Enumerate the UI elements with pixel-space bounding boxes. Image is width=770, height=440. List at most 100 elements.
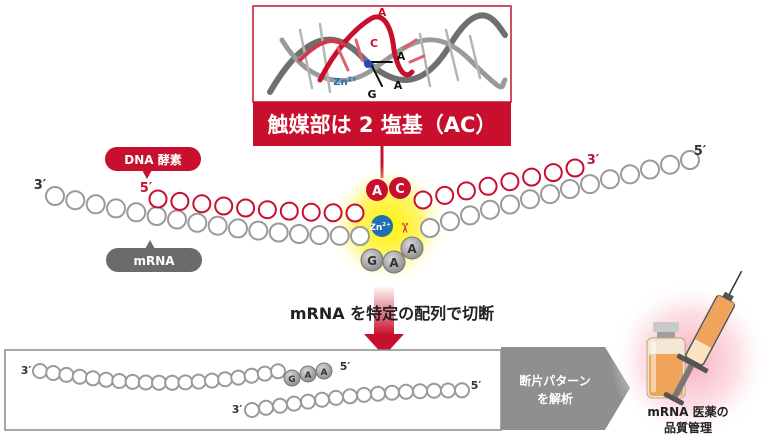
mrna-five-prime-label: 5′ [694,144,707,159]
mrna-bead [500,194,520,215]
structure-label-c: C [370,37,378,50]
scissors-icon: ✂ [396,222,412,234]
cleavage-a2-bead [400,236,424,260]
mrna-bead [167,209,187,230]
syringe-icon [663,270,743,406]
fragment-top-bead [111,373,128,389]
structure-panel: A C A Zn2+ G A [252,5,512,103]
mrna-bead [680,150,700,170]
cleavage-a2-letter: A [407,242,417,256]
mrna-bead [580,174,600,195]
fragment-top-bead [137,374,154,391]
fragment-bottom-bead [328,389,344,406]
fragment-a2-bead [315,362,333,380]
dna-enzyme-bead [478,176,498,196]
catalytic-banner: 触媒部は 2 塩基（AC） [253,102,511,178]
mrna-bead [600,169,620,190]
mrna-bead [207,215,228,236]
mrna-bead [540,184,560,205]
fragment-bottom-bead [258,399,274,416]
dna-enzyme-strand [148,158,585,223]
mrna-bead [350,226,370,246]
dna-enzyme-bead [323,203,343,223]
fragment-top-bead [217,371,234,388]
dna-enzyme-bead [543,163,563,183]
fragment-top-bead [58,366,75,383]
fragment-top-bead [270,363,286,380]
fragment-top-bead [177,374,194,391]
active-site: A C Zn2+ ✂ G A A [360,177,424,274]
mrna-label: mRNA [133,254,175,268]
dna-helix-graphic [267,12,508,95]
cleavage-g-letter: G [367,254,377,268]
fragment-top-bead [45,365,62,381]
mrna-bead [620,164,640,185]
mrna-bead [106,198,126,219]
zinc-ion [371,215,393,237]
fragment-bottom-bead [244,402,260,418]
dna-enzyme-bead [214,196,234,216]
analysis-box: 断片パターン を解析 [501,347,630,430]
structure-label-zn: Zn2+ [333,76,357,88]
fragment-top-bead [203,372,220,389]
mrna-bead [289,224,309,244]
dna-enzyme-bead [522,167,542,187]
mrna-bead [520,189,540,210]
dna-enzyme-bead [435,185,455,205]
mrna-bead [420,218,440,238]
mrna-callout: mRNA [106,240,202,272]
cleavage-a1-bead [382,250,406,274]
structure-label-g: G [367,88,376,101]
dna-enzyme-bead [236,198,256,218]
fragment-bottom-bead [286,395,302,412]
mrna-three-prime-label: 3′ [34,178,47,193]
dna-enzyme-bead [565,158,585,178]
mrna-bead [440,211,460,232]
medicine-illustration: mRNA 医薬の 品質管理 [610,270,770,440]
dna-enzyme-bead [170,191,190,211]
fragment-bottom-bead [426,382,442,399]
fragment-top-bead [124,373,141,390]
dna-enzyme-bead [279,201,299,221]
cleavage-text: mRNA を特定の配列で切断 [290,304,494,323]
analysis-line1: 断片パターン [519,373,590,388]
structure-label-a-bottom: A [394,79,403,92]
catalytic-a-bead [366,179,388,201]
dna-five-prime-label: 5′ [140,181,153,196]
analysis-line2: を解析 [537,391,573,406]
structure-label-a-right: A [397,50,406,63]
result-line2: 品質管理 [664,420,712,435]
mrna-bead [228,218,248,239]
fragment-a1-bead [299,365,317,383]
mrna-bead [248,220,269,241]
fragment-bottom-bead [454,382,470,399]
process-arrow [364,285,404,356]
catalytic-c-letter: C [395,182,405,197]
fragment-g-bead [283,369,301,387]
fragment-top-bead [98,371,115,388]
dna-enzyme-callout: DNA 酵素 [105,147,201,179]
dna-enzyme-bead [345,203,365,223]
fragment-a1-letter: A [305,371,312,381]
fragment-bottom-bead [440,382,456,399]
mrna-bead [126,202,147,223]
catalytic-c-bead [389,177,411,199]
fragment-top-bead [164,374,181,391]
fragment-top-bead [190,373,207,390]
fragment-bottom-strand [244,382,470,418]
catalytic-a-letter: A [372,184,382,199]
mrna-bead [268,222,289,243]
fragment-bottom-bead [356,386,372,403]
fragment-bottom-bead [412,383,428,400]
mrna-bead [85,194,106,215]
fragment-panel: G A A 3′ 5′ 3′ 5′ [4,349,502,431]
dna-three-prime-label: 3′ [587,153,600,168]
zinc-atom [364,60,372,68]
structure-label-a-top: A [378,6,387,19]
fragment-bottom-bead [384,384,400,401]
mrna-bead [187,212,208,233]
dna-enzyme-bead [456,181,476,201]
fragment-bottom-three-prime: 3′ [232,403,243,416]
fragment-top-bead [71,368,88,385]
fragment-top-bead [84,370,101,387]
